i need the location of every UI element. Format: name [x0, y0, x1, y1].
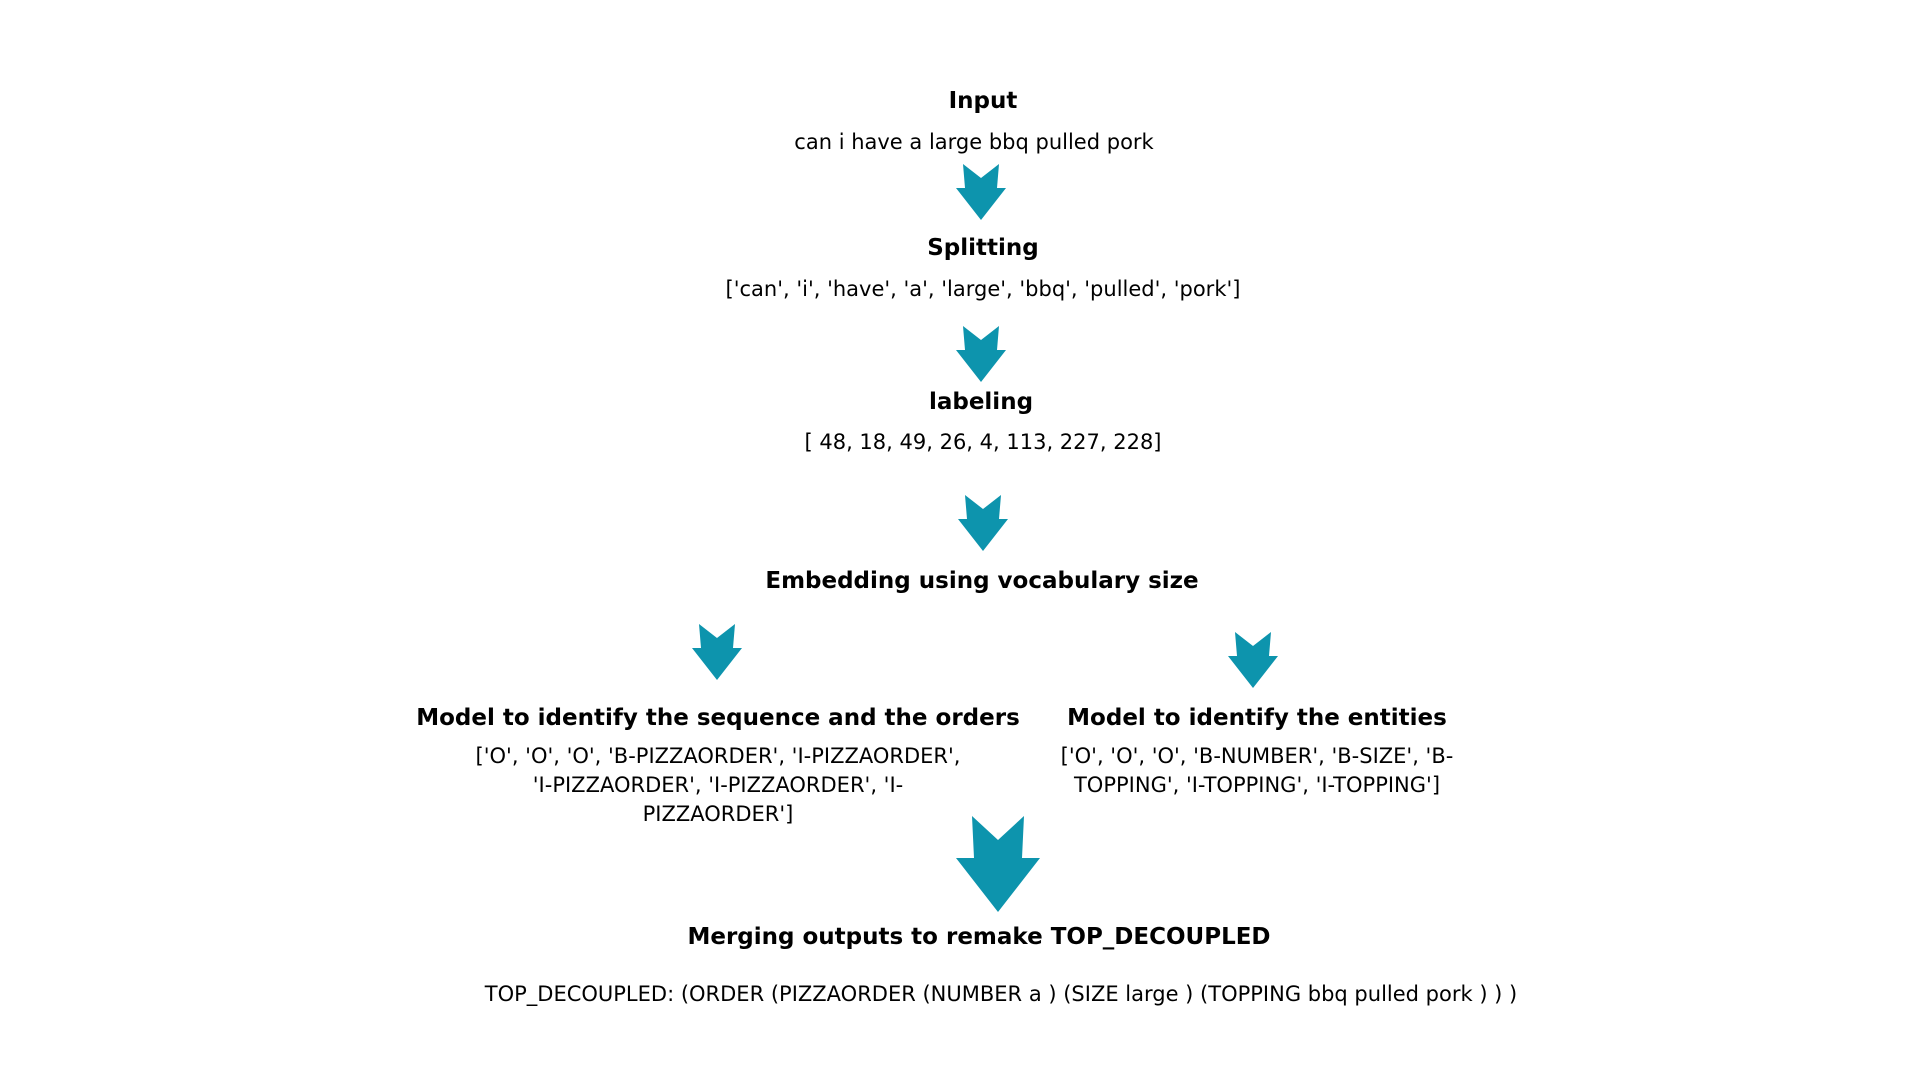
model-entities-text: ['O', 'O', 'O', 'B-NUMBER', 'B-SIZE', 'B… — [1060, 744, 1454, 797]
model-entities-title: Model to identify the entities — [1067, 705, 1447, 731]
merging-title: Merging outputs to remake TOP_DECOUPLED — [687, 924, 1271, 950]
model-orders-text: ['O', 'O', 'O', 'B-PIZZAORDER', 'I-PIZZA… — [475, 744, 961, 826]
input-title: Input — [948, 88, 1018, 114]
embedding-title: Embedding using vocabulary size — [765, 568, 1199, 594]
labeling-title: labeling — [928, 389, 1034, 415]
labeling-text: [ 48, 18, 49, 26, 4, 113, 227, 228] — [804, 430, 1162, 454]
arrow-down-icon — [956, 816, 1040, 912]
merging-text: TOP_DECOUPLED: (ORDER (PIZZAORDER (NUMBE… — [484, 982, 1518, 1006]
arrow-down-icon — [956, 164, 1006, 220]
arrow-down-icon — [958, 495, 1008, 551]
model-orders-title: Model to identify the sequence and the o… — [416, 705, 1020, 731]
arrow-down-icon — [692, 624, 742, 680]
splitting-title: Splitting — [927, 235, 1039, 261]
input-text: can i have a large bbq pulled pork — [794, 130, 1154, 154]
arrow-down-icon — [956, 326, 1006, 382]
arrow-down-icon — [1228, 632, 1278, 688]
splitting-text: ['can', 'i', 'have', 'a', 'large', 'bbq'… — [725, 277, 1241, 301]
